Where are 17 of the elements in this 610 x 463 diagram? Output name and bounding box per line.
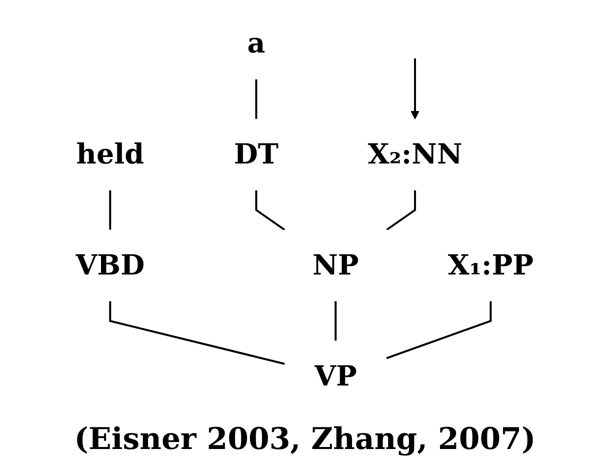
connector <box>256 190 286 231</box>
connector <box>386 301 492 360</box>
node-text: DT <box>234 138 279 170</box>
arrow <box>411 58 420 120</box>
connector <box>110 301 286 365</box>
node-text: held <box>76 138 144 170</box>
connector <box>256 79 258 119</box>
node-text: NP <box>312 248 360 282</box>
node-text: X₁:PP <box>448 248 534 282</box>
caption: (Eisner 2003, Zhang, 2007) <box>74 422 536 457</box>
node-text: X₂:NN <box>368 138 463 170</box>
connector <box>110 190 112 230</box>
connector <box>386 190 416 231</box>
node-text: a <box>248 26 266 60</box>
node-text: VBD <box>76 248 146 282</box>
node-text: VP <box>314 360 358 392</box>
connector <box>335 301 338 341</box>
